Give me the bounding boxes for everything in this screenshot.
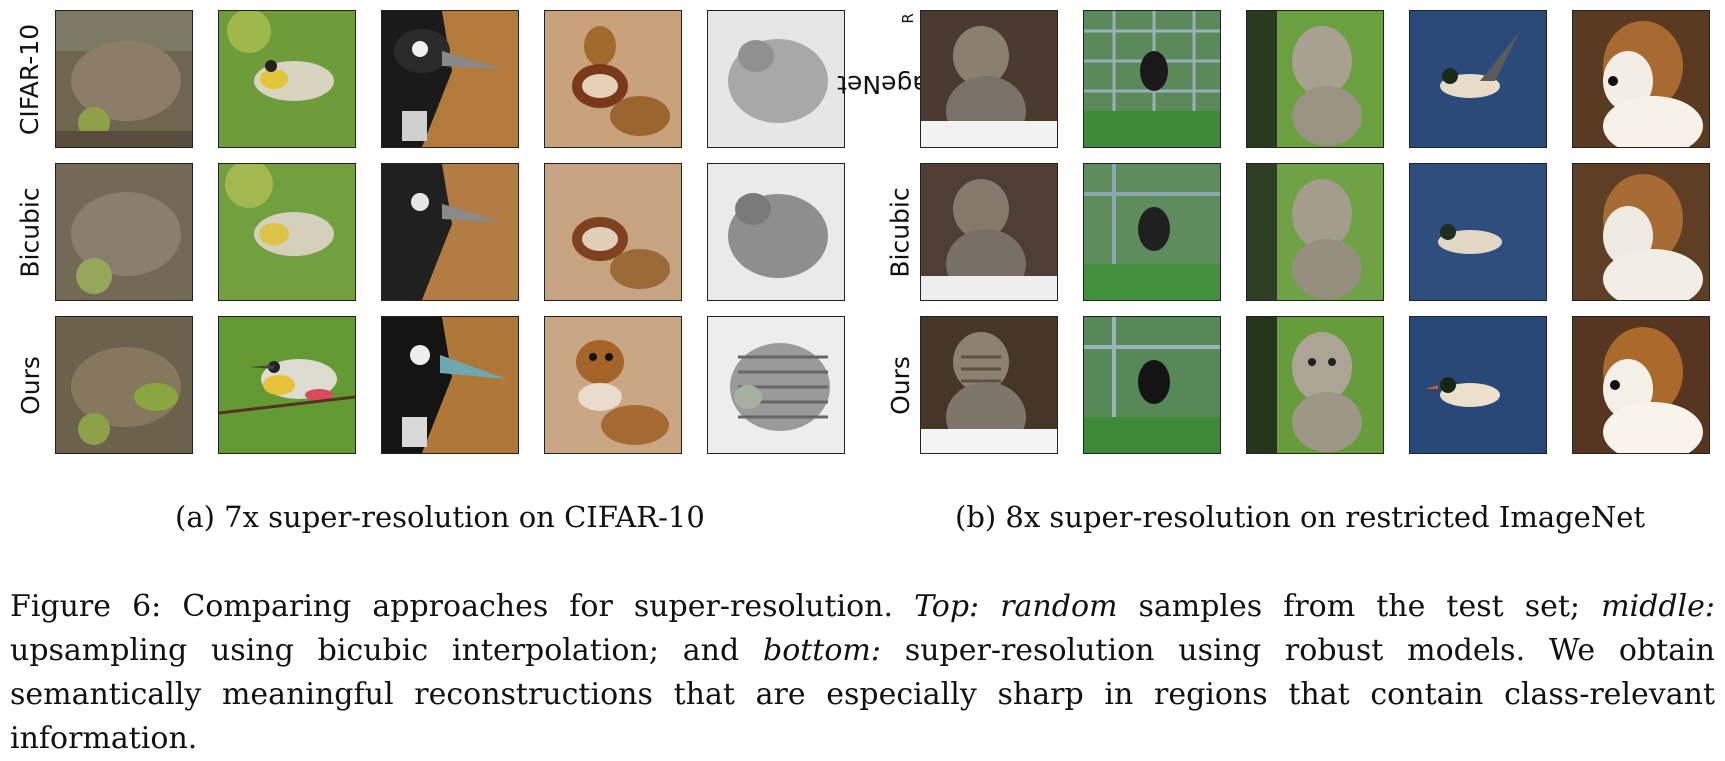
image-dog-collie <box>1572 316 1710 454</box>
panel-a-cifar10: CIFAR-10 <box>10 10 845 495</box>
row-imagenet-original: ImageNetR <box>836 10 1715 148</box>
panel-b-imagenet: ImageNetR <box>836 10 1715 495</box>
image-bird-duck <box>1409 316 1547 454</box>
row-imagenet-bicubic: Bicubic <box>880 163 1715 301</box>
image-bird-dark <box>381 10 519 148</box>
image-bird-yellow <box>218 163 356 301</box>
image-dog-schnauzer <box>1246 10 1384 148</box>
image-bird-yellow <box>218 316 356 454</box>
image-bird-dark <box>381 163 519 301</box>
row-label: Bicubic <box>15 186 45 278</box>
image-dog-collie <box>1572 10 1710 148</box>
subfigure-caption-a: (a) 7x super-resolution on CIFAR-10 <box>175 500 705 534</box>
image-dog-collie <box>1572 163 1710 301</box>
image-bird-dark <box>381 316 519 454</box>
image-frog <box>55 10 193 148</box>
image-cat-tabby <box>920 10 1058 148</box>
image-bird-duck <box>1409 10 1547 148</box>
image-cat-gray <box>707 316 845 454</box>
image-frog <box>55 163 193 301</box>
image-monkey <box>1083 10 1221 148</box>
image-dog-schnauzer <box>1246 316 1384 454</box>
row-imagenet-ours: Ours <box>880 316 1715 454</box>
image-dog-schnauzer <box>1246 163 1384 301</box>
image-frog <box>55 316 193 454</box>
image-dog-brown <box>544 163 682 301</box>
image-cat-gray <box>707 10 845 148</box>
image-dog-brown <box>544 316 682 454</box>
subfigure-caption-b: (b) 8x super-resolution on restricted Im… <box>955 500 1646 534</box>
image-bird-yellow <box>218 10 356 148</box>
image-monkey <box>1083 316 1221 454</box>
image-cat-tabby <box>920 163 1058 301</box>
row-cifar10-original: CIFAR-10 <box>10 10 845 148</box>
image-bird-duck <box>1409 163 1547 301</box>
row-label: CIFAR-10 <box>15 23 45 135</box>
row-label: ImageNetR <box>836 12 960 99</box>
image-dog-brown <box>544 10 682 148</box>
row-label: Ours <box>885 355 915 415</box>
image-cat-gray <box>707 163 845 301</box>
image-cat-tabby <box>920 316 1058 454</box>
image-monkey <box>1083 163 1221 301</box>
row-label: Ours <box>15 355 45 415</box>
row-cifar10-bicubic: Bicubic <box>10 163 845 301</box>
figure-caption: Figure 6: Comparing approaches for super… <box>10 589 1716 756</box>
row-label: Bicubic <box>885 186 915 278</box>
row-cifar10-ours: Ours <box>10 316 845 454</box>
